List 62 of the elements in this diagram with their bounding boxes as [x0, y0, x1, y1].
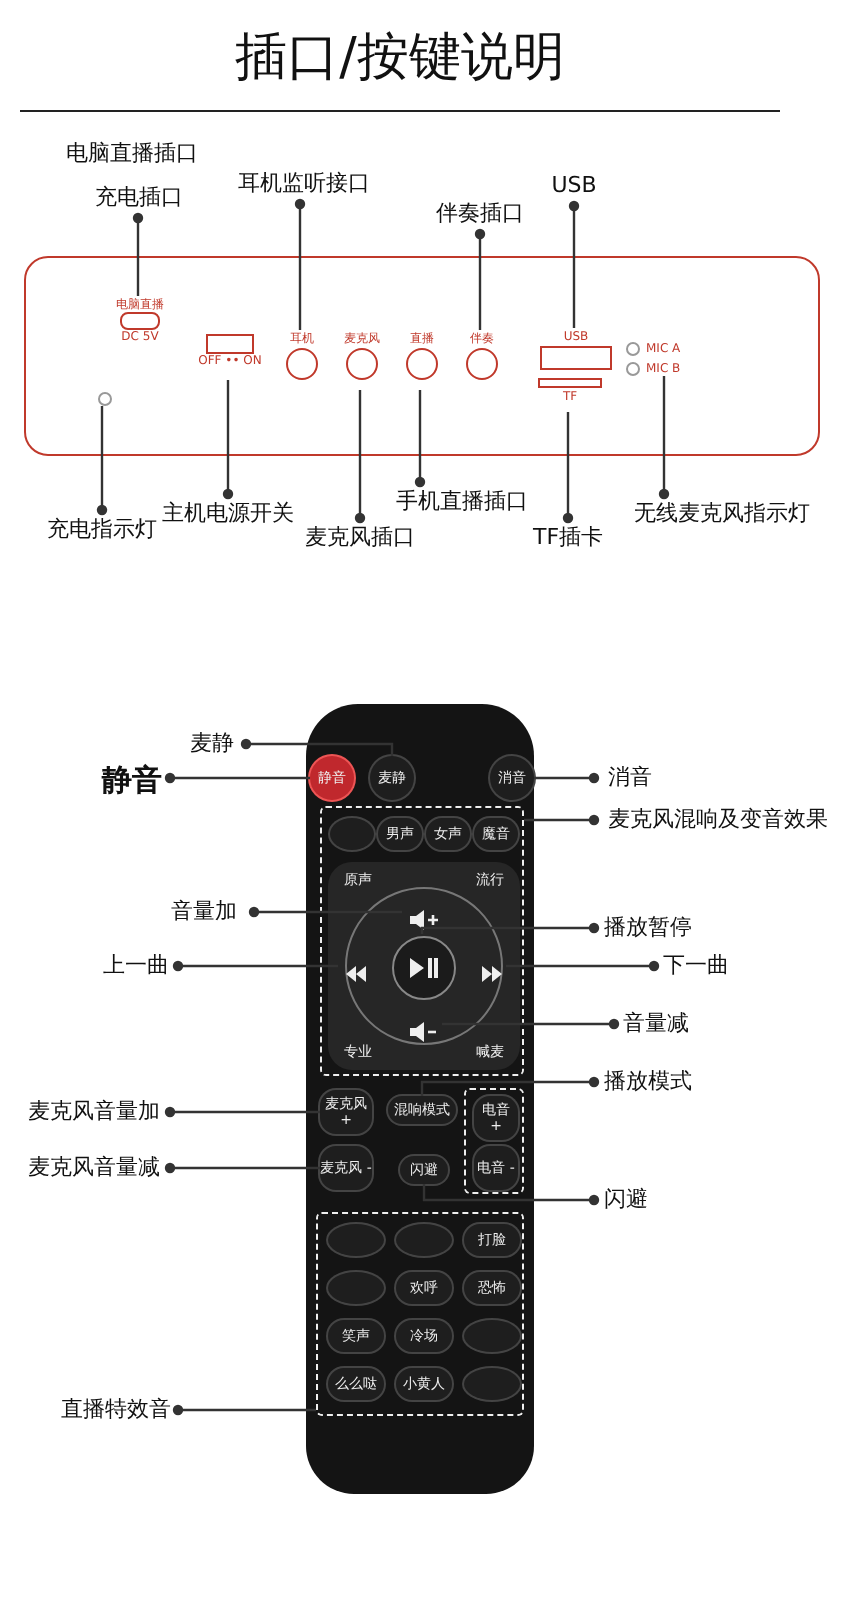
callout-label: 直播特效音 [60, 1396, 172, 1424]
remote-button [330, 818, 374, 850]
leader-line [240, 738, 394, 756]
callout-label: 伴奏插口 [432, 200, 528, 228]
title: 插口/按键说明 [233, 26, 567, 92]
leader-line [422, 1184, 600, 1206]
leader-line [172, 960, 338, 972]
remote-button [328, 1224, 384, 1256]
leader-line [96, 406, 108, 516]
leader-line [474, 228, 486, 330]
leader-line [506, 960, 660, 972]
dashed-outline [320, 806, 524, 1076]
dashed-outline [464, 1088, 524, 1194]
remote-button [464, 1320, 520, 1352]
callout-label: 主机电源开关 [154, 500, 302, 528]
leader-line [658, 376, 670, 500]
leader-line [354, 390, 366, 524]
callout-label: 麦静 [184, 730, 240, 758]
callout-label: 音量减 [620, 1010, 692, 1038]
leader-line [132, 212, 144, 296]
callout-label: 静音 [100, 760, 164, 800]
leader-line [164, 772, 310, 784]
leader-line [414, 390, 426, 488]
callout-label: 闪避 [600, 1186, 652, 1214]
callout-label: 麦克风插口 [298, 524, 422, 552]
leader-line [294, 198, 306, 330]
callout-label: 麦克风音量加 [24, 1098, 164, 1126]
leader-line [420, 1076, 600, 1096]
callout-label: 充电插口 [84, 184, 194, 212]
leader-line [164, 1106, 320, 1118]
part-label: 电脑直播插口 [66, 140, 198, 168]
control-pad [328, 862, 520, 1070]
remote-button [396, 1224, 452, 1256]
leader-line [442, 1018, 620, 1030]
leader-line [248, 906, 402, 918]
callout-label: 麦克风混响及变音效果 [600, 806, 836, 834]
device-panel [24, 256, 820, 456]
callout-label: TF插卡 [524, 524, 612, 552]
callout-label: 麦克风音量减 [24, 1154, 164, 1182]
leader-line [534, 772, 600, 784]
callout-label: 上一曲 [100, 952, 172, 980]
dashed-outline [316, 1212, 524, 1416]
callout-label: 播放模式 [600, 1068, 696, 1096]
leader-line [568, 200, 580, 328]
leader-line [222, 380, 234, 500]
leader-line [172, 1404, 316, 1416]
callout-label: 音量加 [160, 898, 248, 926]
callout-label: 耳机监听接口 [232, 170, 376, 198]
callout-label: 下一曲 [660, 952, 732, 980]
leader-line [164, 1162, 320, 1174]
callout-label: USB [544, 172, 604, 200]
leader-line [524, 814, 600, 826]
remote-button [464, 1368, 520, 1400]
callout-label: 播放暂停 [600, 914, 696, 942]
remote-control-body [306, 704, 534, 1494]
leader-line [420, 922, 600, 934]
play-pause-button [392, 936, 456, 1000]
callout-label: 无线麦克风指示灯 [630, 500, 814, 528]
callout-label: 手机直播插口 [390, 488, 534, 516]
callout-label: 消音 [600, 764, 660, 792]
leader-line [562, 412, 574, 524]
remote-button [328, 1272, 384, 1304]
